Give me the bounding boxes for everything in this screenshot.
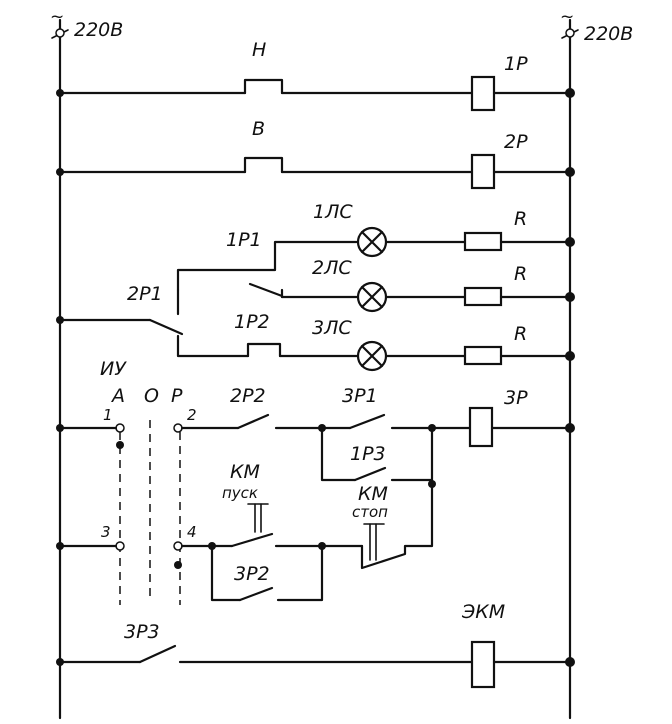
terminal-2: 2 — [187, 406, 197, 424]
contact-label-n: Н — [252, 39, 266, 61]
contact-label-3p2: 3Р2 — [234, 563, 270, 585]
coil-ekm — [470, 640, 496, 689]
contact-label-3p1: 3Р1 — [342, 385, 378, 407]
resistor-label-3: R — [514, 323, 527, 345]
contact-label-2p1: 2Р1 — [127, 283, 163, 305]
coil-label-1p: 1Р — [504, 53, 528, 75]
selector-pos-a: А — [110, 385, 125, 407]
rung-7 — [56, 482, 434, 602]
rung-1 — [56, 75, 575, 112]
lamp-label-1ls: 1ЛС — [313, 201, 353, 223]
coil-label-2p: 2Р — [504, 131, 528, 153]
contact-label-1p3: 1Р3 — [350, 443, 386, 465]
lamp-1ls — [356, 226, 388, 258]
contact-label-1p1: 1Р1 — [226, 229, 262, 251]
start-button-label-bottom: пуск — [222, 484, 258, 502]
contact-label-3p3: 3Р3 — [124, 621, 160, 643]
right-rail — [561, 18, 579, 720]
coil-2p — [470, 153, 496, 190]
coil-3p — [468, 406, 494, 448]
resistor-label-1: R — [514, 208, 527, 230]
coil-1p — [470, 75, 496, 112]
stop-button-label-top: КМ — [358, 483, 388, 505]
terminal-3: 3 — [101, 523, 111, 541]
rung-8 — [56, 640, 575, 689]
resistor-1 — [463, 231, 503, 252]
lamp-section — [56, 226, 575, 372]
contact-label-v: В — [252, 118, 265, 140]
resistor-label-2: R — [514, 263, 527, 285]
coil-label-3p: 3Р — [504, 387, 528, 409]
selector-switch — [115, 420, 183, 605]
ac-symbol-right: ~ — [560, 7, 574, 27]
lamp-3ls — [356, 340, 388, 372]
terminal-4: 4 — [187, 523, 197, 541]
stop-button-label-bottom: стоп — [352, 503, 388, 521]
selector-pos-o: О — [144, 385, 159, 407]
lamp-label-2ls: 2ЛС — [312, 257, 352, 279]
terminal-1: 1 — [103, 406, 113, 424]
rung-2 — [56, 153, 575, 190]
resistor-3 — [463, 345, 503, 366]
supply-label-right: 220В — [584, 23, 633, 45]
left-rail — [51, 18, 69, 720]
selector-label: ИУ — [100, 358, 127, 380]
start-button-label-top: КМ — [230, 461, 260, 483]
coil-label-ekm: ЭКМ — [461, 601, 505, 623]
contact-label-1p2: 1Р2 — [234, 311, 270, 333]
selector-pos-p: Р — [171, 385, 183, 407]
lamp-label-3ls: 3ЛС — [312, 317, 352, 339]
lamp-2ls — [356, 281, 388, 313]
contact-label-2p2: 2Р2 — [230, 385, 266, 407]
rung-6 — [56, 406, 575, 488]
supply-label-left: 220В — [74, 19, 123, 41]
ac-symbol-left: ~ — [50, 7, 64, 27]
resistor-2 — [463, 286, 503, 307]
